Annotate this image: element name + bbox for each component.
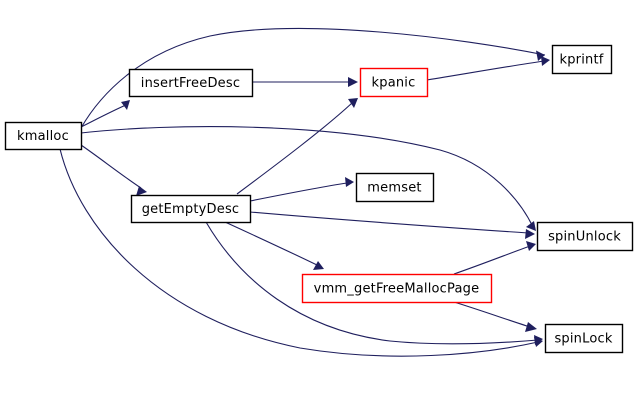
node-box[interactable] — [130, 194, 252, 224]
edge-line — [249, 182, 348, 202]
edge-line — [80, 27, 546, 129]
node-getEmptyDesc[interactable]: getEmptyDesc — [130, 194, 252, 224]
arrowhead-icon — [536, 50, 545, 61]
node-label: spinUnlock — [548, 230, 621, 245]
edge-line — [80, 103, 129, 128]
edge-line — [224, 221, 318, 266]
edge-line — [249, 211, 529, 234]
node-box[interactable] — [355, 172, 435, 203]
arrowhead-icon — [526, 221, 536, 231]
arrowhead-icon — [345, 177, 354, 187]
edge-kmalloc-to-spinUnlock — [80, 126, 536, 231]
node-spinLock[interactable]: spinLock — [544, 323, 624, 354]
edge-line — [205, 221, 539, 345]
node-box[interactable] — [359, 67, 429, 98]
edge-insertFreeDesc-to-kpanic — [252, 77, 358, 87]
node-vmm_getFreeMallocPage[interactable]: vmm_getFreeMallocPage — [301, 273, 493, 304]
edge-line — [80, 126, 534, 228]
node-spinUnlock[interactable]: spinUnlock — [536, 221, 634, 252]
edge-getEmptyDesc-to-vmm_getFreeMallocPage — [224, 221, 324, 270]
edge-kmalloc-to-spinLock — [59, 148, 543, 357]
node-label: spinLock — [554, 332, 612, 347]
arrowhead-icon — [525, 229, 535, 239]
node-kmalloc[interactable]: kmalloc — [4, 121, 83, 151]
node-label: kmalloc — [17, 129, 69, 144]
edge-line — [453, 245, 531, 275]
node-kprintf[interactable]: kprintf — [551, 44, 613, 75]
node-kpanic[interactable]: kpanic — [359, 67, 429, 98]
node-box[interactable] — [551, 44, 613, 75]
node-insertFreeDesc[interactable]: insertFreeDesc — [128, 68, 254, 98]
edge-kmalloc-to-kprintf — [80, 27, 546, 129]
node-label: vmm_getFreeMallocPage — [314, 282, 480, 297]
arrowhead-icon — [136, 186, 147, 196]
edge-getEmptyDesc-to-memset — [249, 177, 354, 202]
edge-vmm_getFreeMallocPage-to-spinLock — [453, 301, 537, 332]
node-label: memset — [367, 181, 421, 196]
node-box[interactable] — [536, 221, 634, 252]
arrowhead-icon — [526, 241, 536, 251]
arrowhead-icon — [525, 322, 537, 332]
arrowhead-icon — [348, 98, 358, 108]
arrowhead-icon — [313, 261, 324, 270]
node-box[interactable] — [544, 323, 624, 354]
node-label: insertFreeDesc — [141, 76, 240, 91]
node-box[interactable] — [301, 273, 493, 304]
edge-getEmptyDesc-to-spinUnlock — [249, 211, 535, 239]
edge-kpanic-to-kprintf — [426, 56, 550, 81]
node-label: getEmptyDesc — [142, 202, 240, 217]
edge-kmalloc-to-getEmptyDesc — [80, 144, 147, 196]
nodes-layer: kmalloc insertFreeDesc kpanic kprintf getEmp… — [4, 44, 634, 354]
arrowhead-icon — [534, 335, 543, 345]
edge-line — [80, 144, 142, 189]
edge-line — [236, 102, 353, 195]
node-label: kpanic — [372, 76, 416, 91]
edge-vmm_getFreeMallocPage-to-spinUnlock — [453, 241, 536, 275]
node-memset[interactable]: memset — [355, 172, 435, 203]
edge-line — [59, 148, 539, 357]
edge-getEmptyDesc-to-spinLock — [205, 221, 543, 345]
edge-line — [453, 301, 531, 328]
arrowhead-icon — [348, 77, 358, 87]
node-box[interactable] — [4, 121, 83, 151]
edge-getEmptyDesc-to-kpanic — [236, 98, 358, 195]
edges-layer — [59, 27, 550, 357]
node-label: kprintf — [559, 53, 603, 68]
arrowhead-icon — [121, 100, 130, 110]
edge-kmalloc-to-insertFreeDesc — [80, 100, 130, 128]
edge-line — [426, 60, 545, 81]
node-box[interactable] — [128, 68, 254, 98]
arrowhead-icon — [541, 56, 550, 66]
